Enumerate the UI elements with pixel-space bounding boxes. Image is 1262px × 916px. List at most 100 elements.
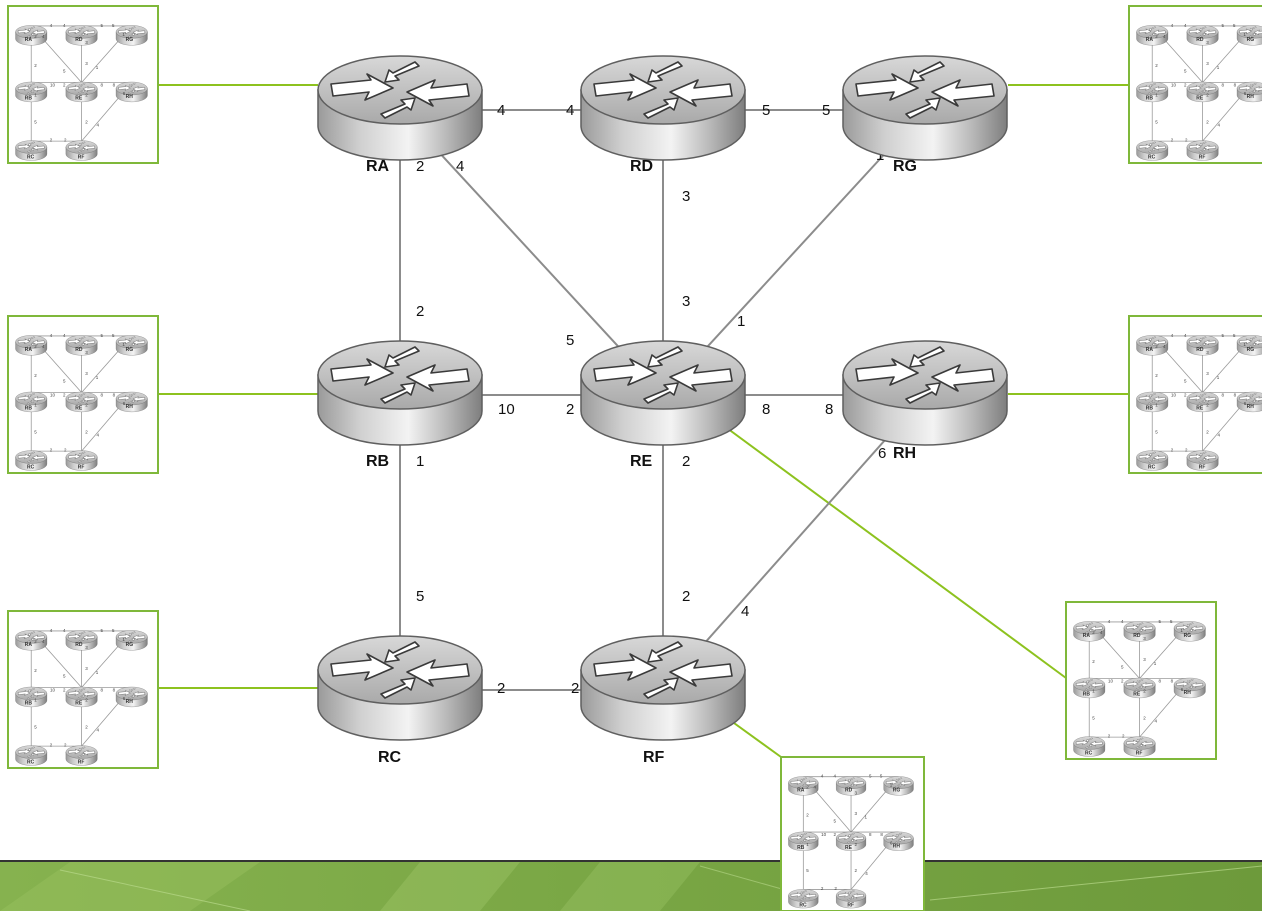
thumbnail-cost-label: 2	[1185, 138, 1188, 143]
thumbnail-router-label: RD	[75, 347, 83, 353]
thumbnail-cost-label: 8	[113, 687, 116, 692]
thumbnail-router-label: RH	[1184, 690, 1192, 696]
thumbnail-cost-label: 6	[1181, 687, 1184, 692]
thumbnail-cost-label: 3	[85, 666, 88, 671]
thumbnail-cost-label: 8	[1222, 392, 1225, 397]
cost-label: 5	[762, 102, 770, 119]
thumbnail-cost-label: 5	[1121, 665, 1124, 670]
thumbnail-router-label: RD	[1133, 633, 1141, 639]
thumbnail-cost-label: 4	[1218, 122, 1221, 127]
thumbnail-router-label: RH	[126, 699, 134, 705]
cost-label: 2	[566, 401, 574, 418]
thumbnail-router-label: RB	[25, 406, 33, 412]
thumbnail-cost-label: 1	[806, 842, 809, 847]
thumbnail-cost-label: 4	[42, 344, 45, 349]
thumbnail-cost-label: 3	[854, 790, 857, 795]
thumbnail-cost-label: 3	[1206, 350, 1209, 355]
router-rg[interactable]: RG	[842, 55, 1008, 175]
thumbnail-cost-label: 3	[85, 350, 88, 355]
thumbnail-router-label: RG	[126, 642, 134, 648]
thumbnail-cost-label: 4	[1108, 619, 1111, 624]
thumbnail-cost-label: 2	[1092, 659, 1095, 664]
thumbnail-cost-label: 2	[1155, 373, 1158, 378]
thumbnail-cost-label: 4	[42, 34, 45, 39]
thumbnail-router-label: RC	[1148, 464, 1156, 470]
thumbnail-cost-label: 5	[1159, 619, 1162, 624]
thumbnail-cost-label: 8	[880, 832, 883, 837]
thumbnail-cost-label: 2	[1171, 448, 1174, 453]
thumbnail-cost-label: 2	[63, 82, 66, 87]
thumbnail-cost-label: 2	[1143, 689, 1146, 694]
thumbnail-cost-label: 8	[1222, 82, 1225, 87]
router-rd[interactable]: RD	[580, 55, 746, 175]
thumbnail-cost-label: 2	[85, 403, 88, 408]
thumbnail-cost-label: 3	[1206, 61, 1209, 66]
thumbnail-router-label: RE	[1196, 96, 1204, 102]
thumbnail-cost-label: 2	[34, 63, 37, 68]
thumbnail-cost-label: 2	[854, 842, 857, 847]
thumbnail-router-label: RA	[1083, 633, 1091, 639]
router-ra[interactable]: RA	[317, 55, 483, 175]
thumbnail-cost-label: 6	[890, 840, 893, 845]
cost-label: 2	[416, 303, 424, 320]
router-rh[interactable]: RH	[842, 340, 1008, 462]
thumbnail-cost-label: 5	[34, 119, 37, 124]
cost-label: 8	[762, 401, 770, 418]
router-re[interactable]: RE	[580, 340, 746, 470]
thumbnail-cost-label: 4	[1171, 333, 1174, 338]
thumbnail-cost-label: 5	[112, 628, 115, 633]
thumbnail-router-label: RB	[1146, 96, 1154, 102]
thumbnail-cost-label: 8	[1234, 82, 1237, 87]
cost-label: 5	[566, 332, 574, 349]
thumbnail-cost-label: 5	[112, 333, 115, 338]
thumbnail-cost-label: 10	[50, 687, 56, 692]
thumbnail-cost-label: 1	[122, 637, 125, 642]
thumbnail-router-label: RE	[1196, 406, 1204, 412]
thumbnail-router-label: RF	[78, 464, 85, 470]
thumbnail-cost-label: 4	[1218, 432, 1221, 437]
thumbnail-cost-label: 2	[1121, 678, 1124, 683]
thumbnail-cost-label: 10	[1108, 678, 1114, 683]
thumbnail-cost-label: 2	[1184, 82, 1187, 87]
router-rc[interactable]: RC	[317, 635, 483, 766]
router-rf[interactable]: RF	[580, 635, 746, 766]
thumbnail-cost-label: 2	[34, 639, 37, 644]
thumbnail-cost-label: 4	[1100, 630, 1103, 635]
thumbnail-cost-label: 5	[1184, 379, 1187, 384]
router-label-rg: RG	[893, 158, 917, 175]
thumbnail-router-label: RA	[25, 347, 33, 353]
thumbnail-cost-label: 1	[122, 342, 125, 347]
thumbnail-cost-label: 2	[34, 344, 37, 349]
thumbnail-router-label: RE	[75, 406, 83, 412]
thumbnail-router-label: RE	[75, 701, 83, 707]
thumbnail-cost-label: 4	[50, 23, 53, 28]
thumbnail-cost-label: 10	[50, 392, 56, 397]
thumbnail-router-label: RE	[845, 845, 853, 851]
thumbnail-cost-label: 6	[123, 91, 126, 96]
router-label-rc: RC	[378, 749, 402, 766]
thumbnail-cost-label: 5	[1233, 333, 1236, 338]
thumbnail-router-label: RC	[1148, 154, 1156, 160]
router-label-re: RE	[630, 453, 653, 470]
thumbnail-cost-label: 4	[42, 639, 45, 644]
thumbnail-cost-label: 8	[869, 832, 872, 837]
thumbnail-router-label: RE	[75, 96, 83, 102]
thumbnail-router-label: RD	[1196, 37, 1204, 43]
thumbnail-cost-label: 4	[813, 785, 816, 790]
thumbnail-cost-label: 2	[64, 743, 67, 748]
cost-label: 3	[682, 188, 690, 205]
thumbnail-cost-label: 1	[1243, 342, 1246, 347]
router-label-rf: RF	[643, 749, 665, 766]
thumbnail-cost-label: 1	[1155, 93, 1158, 98]
thumbnail-cost-label: 5	[101, 628, 104, 633]
thumbnail-cost-label: 1	[864, 815, 867, 820]
cost-label: 1	[876, 147, 884, 164]
router-rb[interactable]: RB	[317, 340, 483, 470]
thumbnail-cost-label: 10	[821, 832, 827, 837]
thumbnail-router-label: RH	[1247, 404, 1255, 410]
thumbnail-cost-label: 8	[1171, 678, 1174, 683]
cost-label: 4	[497, 102, 505, 119]
thumbnail-router-label: RF	[1136, 750, 1143, 756]
